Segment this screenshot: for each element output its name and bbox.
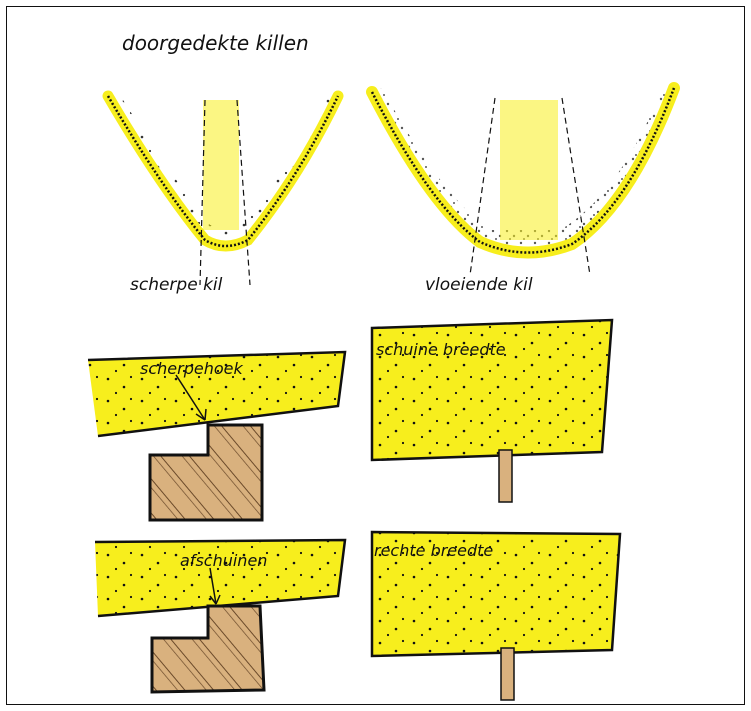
straight-width-post [501,648,514,700]
chamfer-wood [152,606,264,692]
chamfer-diagram: afschuinen [95,540,345,692]
flowing-edge-label: vloeiende kil [425,275,533,295]
sharp-edge-core [203,100,239,230]
slanted-width-label: schuine breedte [376,340,506,359]
flowing-edge-diagram: vloeiende kil [370,84,676,295]
sharp-corner-label: scherpehoek [140,359,243,378]
chamfer-label: afschuinen [180,551,267,570]
diagram-title: doorgedekte killen [122,31,309,55]
slanted-width-post [499,450,512,502]
sharp-edge-label: scherpe kil [130,275,223,295]
sharp-edge-diagram: scherpe kil [106,92,340,295]
sharp-corner-wood [150,425,262,520]
sharp-corner-diagram: scherpehoek [88,352,345,520]
flowing-edge-core [500,100,558,240]
straight-width-label: rechte breedte [374,541,493,560]
straight-width-diagram: rechte breedte [372,532,620,700]
slanted-width-diagram: schuine breedte [372,320,612,502]
